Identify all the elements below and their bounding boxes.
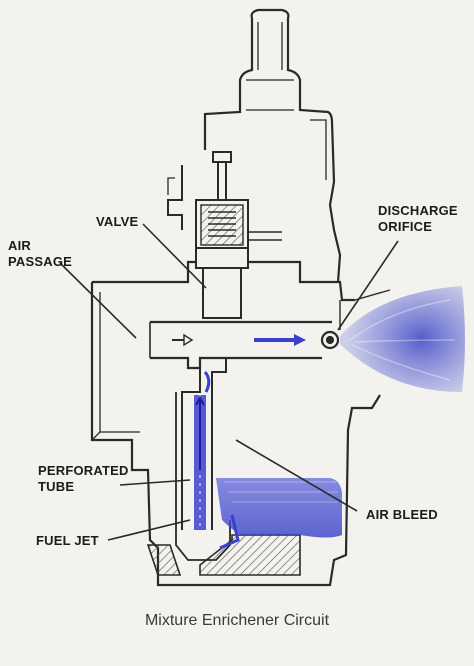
upper-housing (203, 8, 342, 283)
air-passage-tube (149, 320, 340, 561)
discharge-orifice-label-line2: ORIFICE (378, 219, 433, 234)
air-passage-label-line2: PASSAGE (8, 254, 73, 269)
fuel-column (194, 371, 240, 550)
valve-label: VALVE (96, 214, 139, 229)
valve-assembly (167, 151, 282, 319)
leader-lines (59, 223, 399, 541)
diagram-caption: Mixture Enrichener Circuit (144, 612, 330, 629)
perforated-tube-label-line2: TUBE (38, 479, 75, 494)
discharge-orifice-label-line1: DISCHARGE (378, 203, 458, 218)
air-passage-label-line1: AIR (8, 238, 31, 253)
fuel-jet-label: FUEL JET (36, 533, 99, 548)
jet-block (146, 534, 301, 576)
air-bleed-label: AIR BLEED (366, 507, 438, 522)
fuel-bowl (216, 478, 342, 538)
carburetor-body (90, 260, 391, 587)
air-flow-arrows (172, 333, 306, 347)
perforated-tube-label-line1: PERFORATED (38, 463, 129, 478)
fuel-spray (340, 286, 465, 392)
